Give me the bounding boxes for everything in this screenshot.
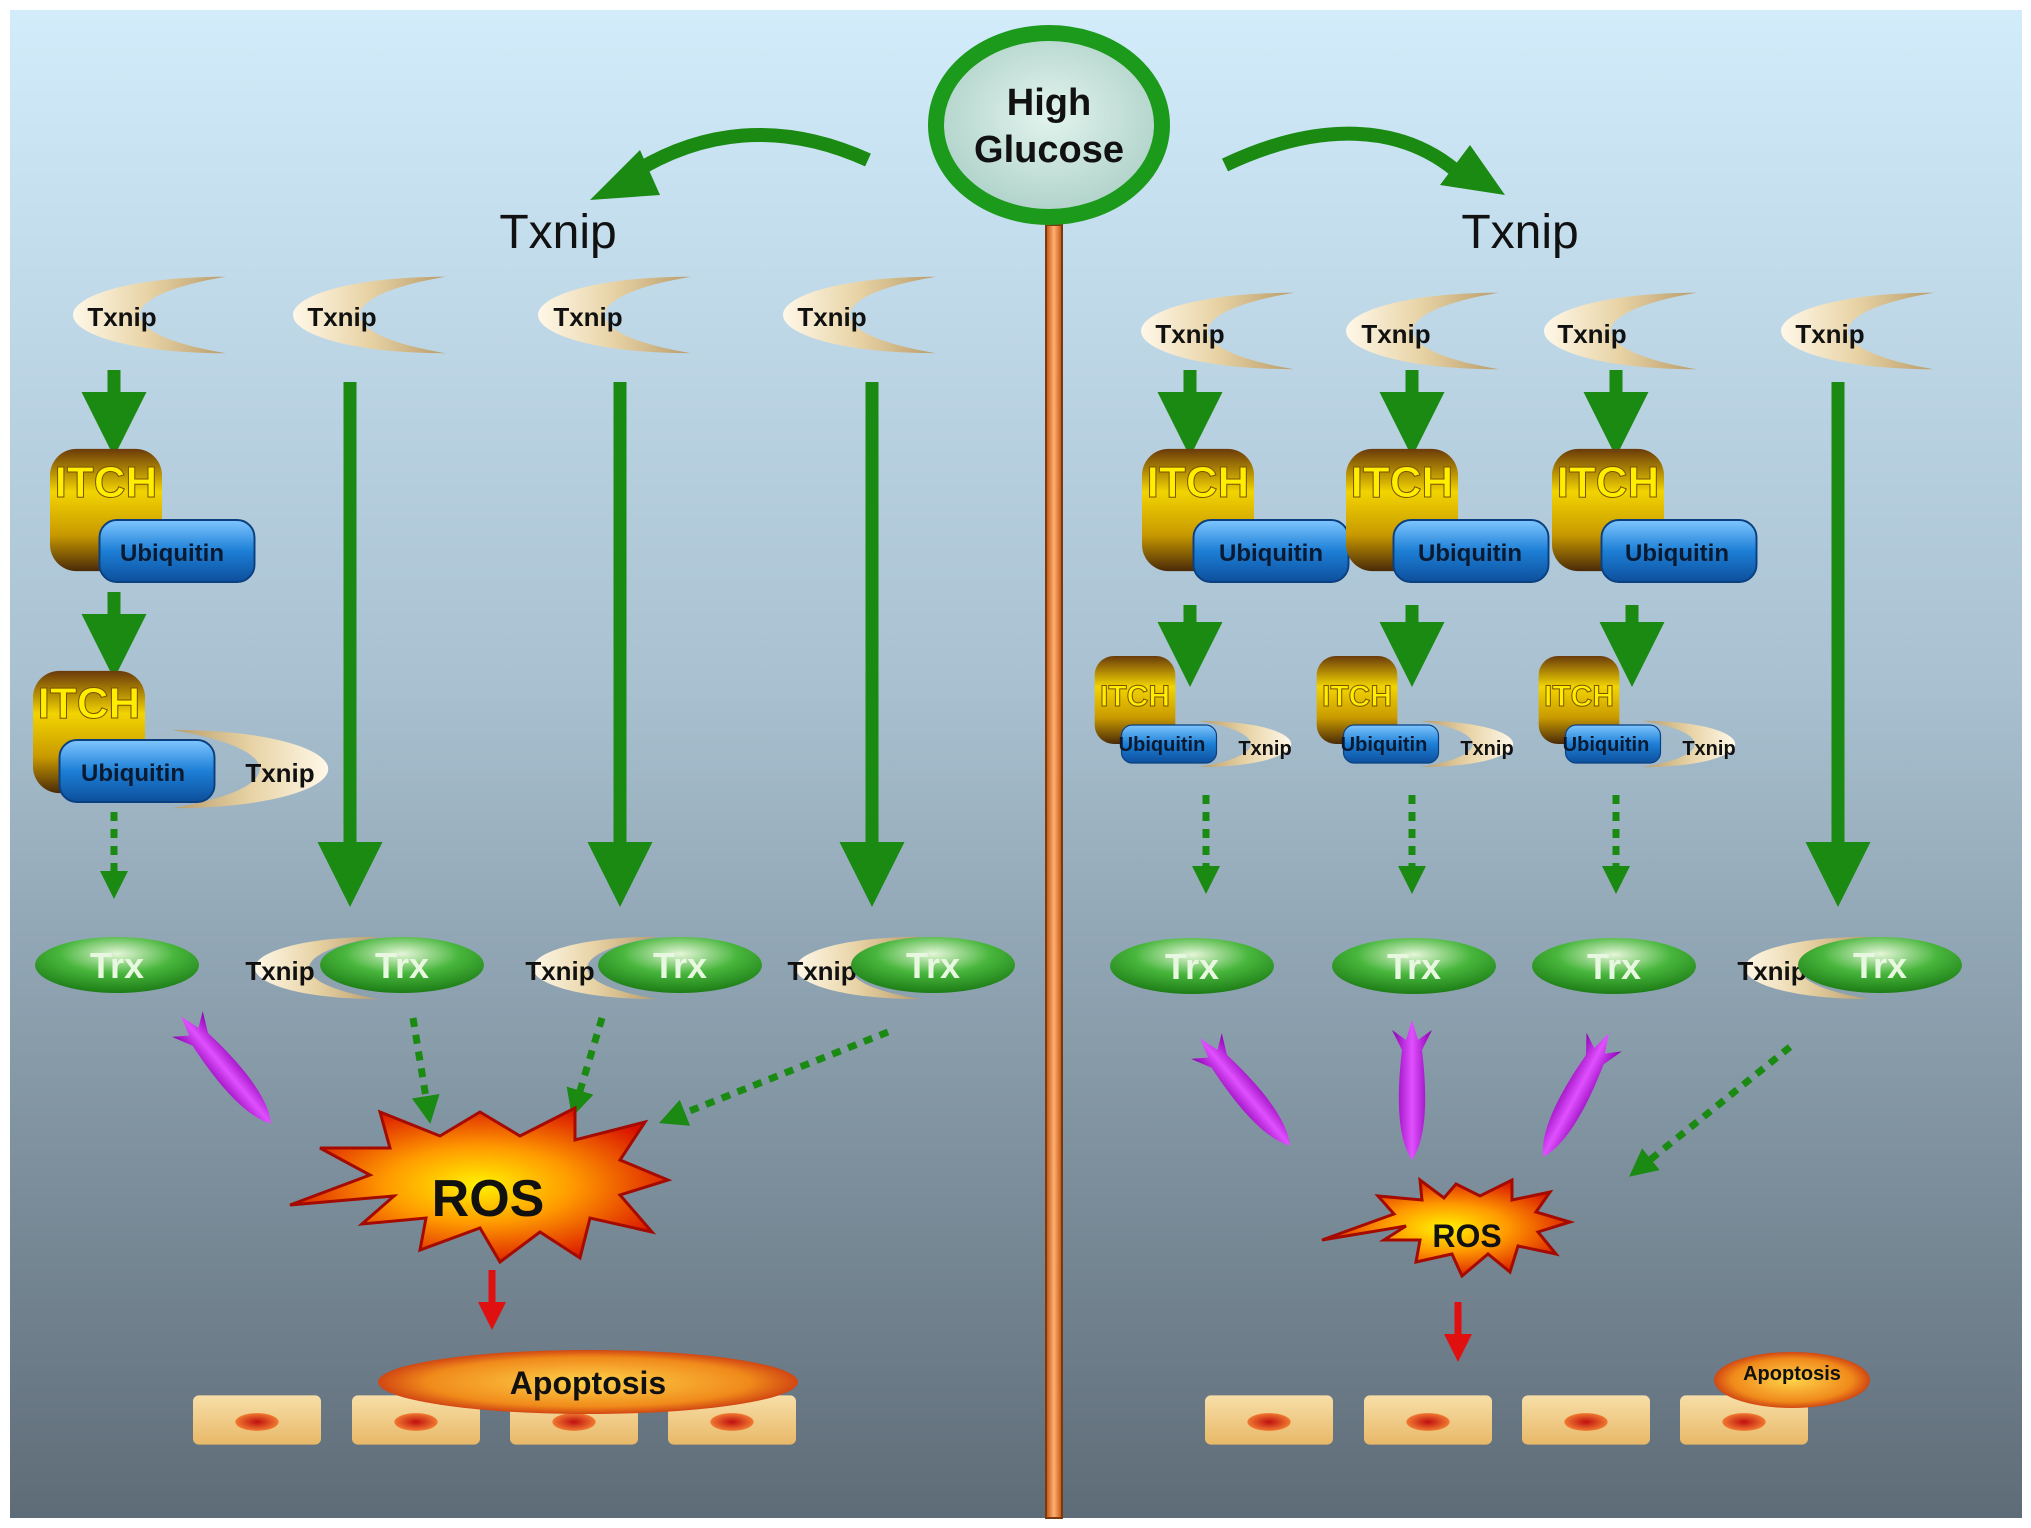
left-trx-txnip-4: Txnip Trx: [787, 936, 1015, 1000]
left-trx-txnip-4-txnip: Txnip: [787, 956, 856, 986]
right-cell-1: [1205, 1395, 1333, 1445]
high-glucose-node: High Glucose: [928, 25, 1170, 225]
right-txnip-3-label: Txnip: [1557, 319, 1626, 349]
right-itch-ubiquitin-1: ITCH Ubiquitin: [1142, 448, 1350, 583]
left-apoptosis: Apoptosis: [378, 1350, 798, 1414]
left-ubiquitin-label: Ubiquitin: [120, 540, 224, 567]
right-trx-txnip-4: Txnip Trx: [1737, 936, 1962, 1000]
left-ros-burst: ROS: [289, 1105, 673, 1265]
left-dotted-arrow-ros-4: [658, 1028, 890, 1126]
right-complex-3-itch: ITCH: [1544, 680, 1614, 713]
right-cell-3: [1522, 1395, 1650, 1445]
right-itch-2-label: ITCH: [1351, 458, 1454, 507]
left-txnip-4-label: Txnip: [797, 302, 866, 332]
right-apoptosis-label: Apoptosis: [1743, 1363, 1841, 1385]
left-txnip-1-label: Txnip: [87, 302, 156, 332]
right-txnip-1: Txnip: [1141, 292, 1294, 370]
left-itch-label: ITCH: [55, 458, 158, 507]
right-trx-3-label: Trx: [1587, 946, 1641, 987]
right-ubiquitin-1-label: Ubiquitin: [1219, 540, 1323, 567]
right-trx-txnip-4-txnip: Txnip: [1737, 956, 1806, 986]
left-ros-label: ROS: [432, 1170, 545, 1228]
left-complex-itch-label: ITCH: [38, 679, 141, 728]
left-trx-txnip-2-trx: Trx: [375, 945, 429, 986]
left-trx-txnip-3-txnip: Txnip: [525, 956, 594, 986]
right-complex-1-itch: ITCH: [1100, 680, 1170, 713]
stimulus-arrow-right: [1222, 126, 1460, 176]
left-txnip-4: Txnip: [783, 276, 936, 354]
right-txnip-1-label: Txnip: [1155, 319, 1224, 349]
right-complex-3-ubiquitin: Ubiquitin: [1563, 734, 1650, 756]
left-trx-1-label: Trx: [90, 945, 144, 986]
left-apoptosis-label: Apoptosis: [510, 1365, 666, 1401]
left-dotted-arrow-ros-3: [566, 1016, 606, 1118]
left-txnip-3: Txnip: [538, 276, 691, 354]
right-txnip-3: Txnip: [1544, 292, 1697, 370]
right-trx-2-label: Trx: [1387, 946, 1441, 987]
right-heading: Txnip: [1461, 206, 1578, 259]
right-dotted-arrow-ros-4: [1629, 1044, 1793, 1177]
stimulus-arrow-left: [626, 127, 871, 181]
left-txnip-2-label: Txnip: [307, 302, 376, 332]
left-trx-txnip-3-trx: Trx: [653, 945, 707, 986]
right-trx-txnip-4-trx: Trx: [1853, 945, 1907, 986]
stimulus-arrow-right-head: [1440, 145, 1505, 195]
right-itch-1-label: ITCH: [1147, 458, 1250, 507]
high-glucose-line1: High: [1007, 82, 1091, 124]
right-cell-2: [1364, 1395, 1492, 1445]
right-txnip-2-label: Txnip: [1361, 319, 1430, 349]
right-ros-burst: ROS: [1321, 1176, 1576, 1279]
left-complex-ubiquitin-label: Ubiquitin: [81, 760, 185, 787]
right-trx-3: Trx: [1532, 938, 1696, 994]
right-itch-ubiquitin-2: ITCH Ubiquitin: [1346, 448, 1550, 583]
right-complex-1-txnip: Txnip: [1238, 738, 1291, 760]
right-ubiquitin-2-label: Ubiquitin: [1418, 540, 1522, 567]
panel-divider: [1045, 224, 1063, 1519]
left-trx-1: Trx: [35, 937, 199, 993]
right-complex-3: ITCH Ubiquitin Txnip: [1538, 656, 1736, 768]
right-complex-1: ITCH Ubiquitin Txnip: [1094, 656, 1292, 768]
right-apoptosis: Apoptosis: [1714, 1352, 1870, 1408]
right-complex-3-txnip: Txnip: [1682, 738, 1735, 760]
left-heading: Txnip: [499, 206, 616, 259]
left-cell-1: [193, 1395, 321, 1445]
right-complex-1-ubiquitin: Ubiquitin: [1119, 734, 1206, 756]
right-complex-2-txnip: Txnip: [1460, 738, 1513, 760]
left-trx-txnip-2: Txnip Trx: [245, 936, 484, 1000]
left-trx-txnip-4-trx: Trx: [906, 945, 960, 986]
right-trx-2: Trx: [1332, 938, 1496, 994]
left-txnip-1: Txnip: [73, 276, 226, 354]
left-txnip-3-label: Txnip: [553, 302, 622, 332]
high-glucose-line2: Glucose: [974, 129, 1124, 171]
right-trx-1-label: Trx: [1165, 946, 1219, 987]
left-txnip-2: Txnip: [293, 276, 446, 354]
right-itch-ubiquitin-3: ITCH Ubiquitin: [1552, 448, 1758, 583]
right-txnip-4: Txnip: [1781, 292, 1934, 370]
left-itch-ubiquitin-txnip-complex: ITCH Ubiquitin Txnip: [33, 670, 329, 809]
stimulus-arrow-left-head: [590, 150, 660, 200]
right-txnip-2: Txnip: [1346, 292, 1499, 370]
right-txnip-4-label: Txnip: [1795, 319, 1864, 349]
right-panel: Txnip Txnip Txnip Txnip ITCH Ubiquitin I…: [1094, 292, 1962, 1445]
left-complex-txnip-label: Txnip: [245, 758, 314, 788]
right-trx-1: Trx: [1110, 938, 1274, 994]
left-trx-txnip-3: Txnip Trx: [525, 936, 762, 1000]
left-panel: Txnip Txnip Txnip Txnip ITCH Ubiquitin: [33, 276, 1015, 1445]
right-complex-2-itch: ITCH: [1322, 680, 1392, 713]
right-itch-3-label: ITCH: [1557, 458, 1660, 507]
right-ros-label: ROS: [1432, 1218, 1501, 1254]
right-complex-2-ubiquitin: Ubiquitin: [1341, 734, 1428, 756]
right-complex-2: ITCH Ubiquitin Txnip: [1316, 656, 1514, 768]
left-trx-txnip-2-txnip: Txnip: [245, 956, 314, 986]
right-ubiquitin-3-label: Ubiquitin: [1625, 540, 1729, 567]
left-itch-ubiquitin: ITCH Ubiquitin: [50, 448, 256, 583]
